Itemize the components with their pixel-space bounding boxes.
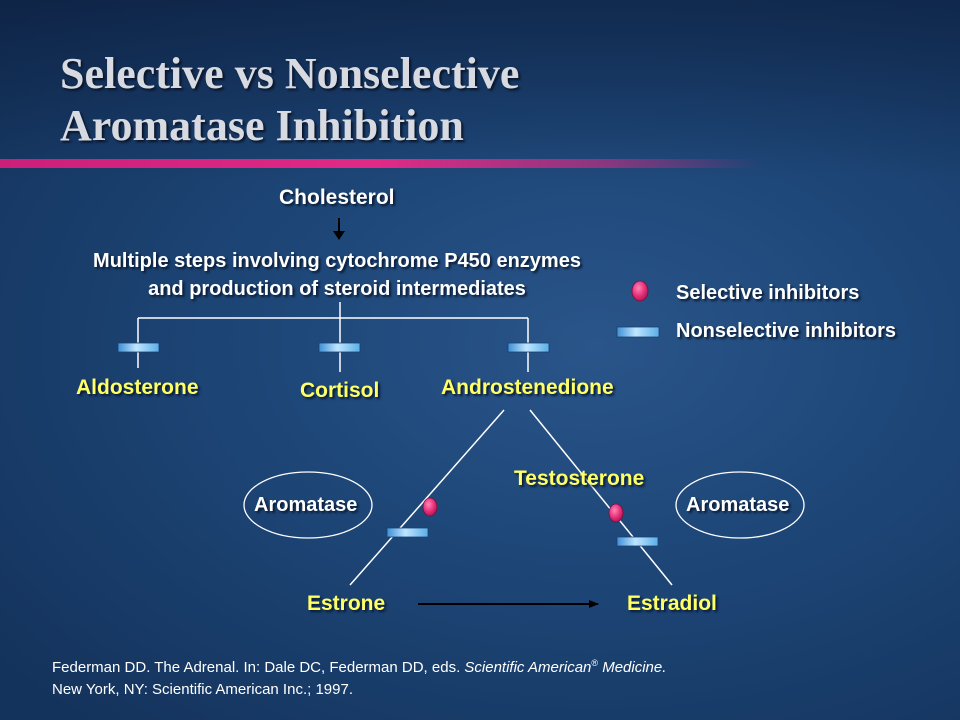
title-line-1: Selective vs Nonselective [60,49,520,98]
citation-journal-suffix: Medicine. [598,659,667,676]
pink-oval-icon [631,280,649,302]
header-shade [0,0,960,180]
estradiol-label: Estradiol [627,592,717,615]
title-line-2: Aromatase Inhibition [60,101,464,150]
nonselective-inhibitor-bar [616,536,659,547]
legend-selective-label: Selective inhibitors [676,282,860,304]
aromatase-left-label: Aromatase [254,494,358,516]
path-to-estradiol [529,409,673,586]
citation: Federman DD. The Adrenal. In: Dale DC, F… [52,652,666,701]
nonselective-inhibitor-bar [386,527,429,538]
citation-text: Federman DD. The Adrenal. In: Dale DC, F… [52,659,465,676]
nonselective-inhibitor-bar [117,342,160,353]
aromatase-left-outline [243,471,373,539]
citation-line-2: New York, NY: Scientific American Inc.; … [52,681,353,698]
estrone-label: Estrone [307,592,386,615]
citation-journal: Scientific American [464,659,592,676]
selective-inhibitor-oval [422,497,438,517]
aldosterone-label: Aldosterone [76,376,199,399]
title-accent-rule [0,159,760,168]
branch-bracket [137,302,529,372]
aromatase-right-outline [675,471,805,539]
legend-nonselective-label: Nonselective inhibitors [676,320,897,342]
steps-line-1: Multiple steps involving cytochrome P450… [93,250,581,272]
steps-line-2: and production of steroid intermediates [148,278,526,300]
testosterone-label: Testosterone [514,467,645,490]
path-to-estrone [349,409,505,586]
cortisol-label: Cortisol [300,379,380,402]
androstenedione-label: Androstenedione [441,376,614,399]
citation-line-1: Federman DD. The Adrenal. In: Dale DC, F… [52,652,666,679]
cholesterol-label: Cholesterol [279,186,395,209]
registered-mark: ® [591,658,599,668]
selective-inhibitor-oval [608,503,624,523]
slide-title: Selective vs Nonselective Aromatase Inhi… [60,48,519,152]
aromatase-right-label: Aromatase [686,494,790,516]
nonselective-inhibitor-bar [318,342,361,353]
nonselective-inhibitor-bar [507,342,550,353]
cholesterol-arrow-head [333,231,345,240]
blue-bar-icon [616,326,660,338]
